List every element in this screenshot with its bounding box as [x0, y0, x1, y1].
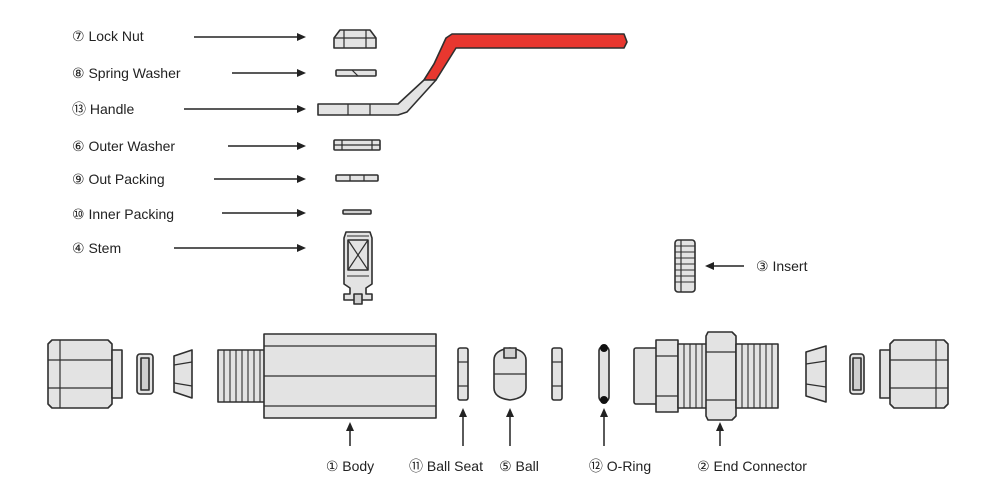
end-connector-part: [633, 331, 779, 421]
arrow-ball-seat: [459, 408, 467, 446]
outer-washer-part: [333, 139, 381, 151]
arrow-stem: [174, 244, 306, 252]
arrow-spring-washer: [232, 69, 306, 77]
left-ferrule-ring-part: [136, 353, 154, 395]
label-spring-washer: ⑧ Spring Washer: [72, 65, 181, 81]
right-nut-part: [879, 339, 949, 409]
ball-seat-part: [457, 347, 469, 401]
stem-part: [343, 231, 373, 305]
label-lock-nut: ⑦ Lock Nut: [72, 28, 144, 44]
label-outer-washer: ⑥ Outer Washer: [72, 138, 175, 154]
spring-washer-part: [335, 69, 377, 77]
arrow-ball: [506, 408, 514, 446]
arrow-outer-washer: [228, 142, 306, 150]
handle-grip: [423, 33, 628, 81]
label-ball: ⑤ Ball: [499, 458, 539, 474]
arrow-insert: [705, 262, 744, 270]
label-ball-seat: ⑪ Ball Seat: [409, 458, 483, 474]
ball-part: [493, 347, 527, 401]
o-ring-part: [598, 344, 610, 404]
label-body: ① Body: [326, 458, 374, 474]
arrow-lock-nut: [194, 33, 306, 41]
label-stem: ④ Stem: [72, 240, 121, 256]
right-ferrule-ring-part: [849, 353, 865, 395]
label-insert: ③ Insert: [756, 258, 808, 274]
label-handle: ⑬ Handle: [72, 101, 134, 117]
arrow-o-ring: [600, 408, 608, 446]
inner-packing-part: [342, 209, 372, 215]
handle-part: [317, 33, 628, 116]
arrow-out-packing: [214, 175, 306, 183]
label-end-connector: ② End Connector: [697, 458, 807, 474]
label-inner-packing: ⑩ Inner Packing: [72, 206, 174, 222]
arrow-end-connector: [716, 422, 724, 446]
label-out-packing: ⑨ Out Packing: [72, 171, 165, 187]
out-packing-part: [335, 174, 379, 182]
lock-nut-part: [333, 29, 377, 49]
right-tapered-ferrule-part: [805, 345, 827, 403]
ball-seat-right-part: [551, 347, 563, 401]
arrow-inner-packing: [222, 209, 306, 217]
body-part: [217, 333, 437, 419]
left-tapered-ferrule-part: [173, 349, 193, 399]
left-nut-part: [47, 339, 123, 409]
arrow-handle: [184, 105, 306, 113]
insert-part: [674, 239, 696, 293]
arrow-body: [346, 422, 354, 446]
label-o-ring: ⑫ O-Ring: [589, 458, 651, 474]
